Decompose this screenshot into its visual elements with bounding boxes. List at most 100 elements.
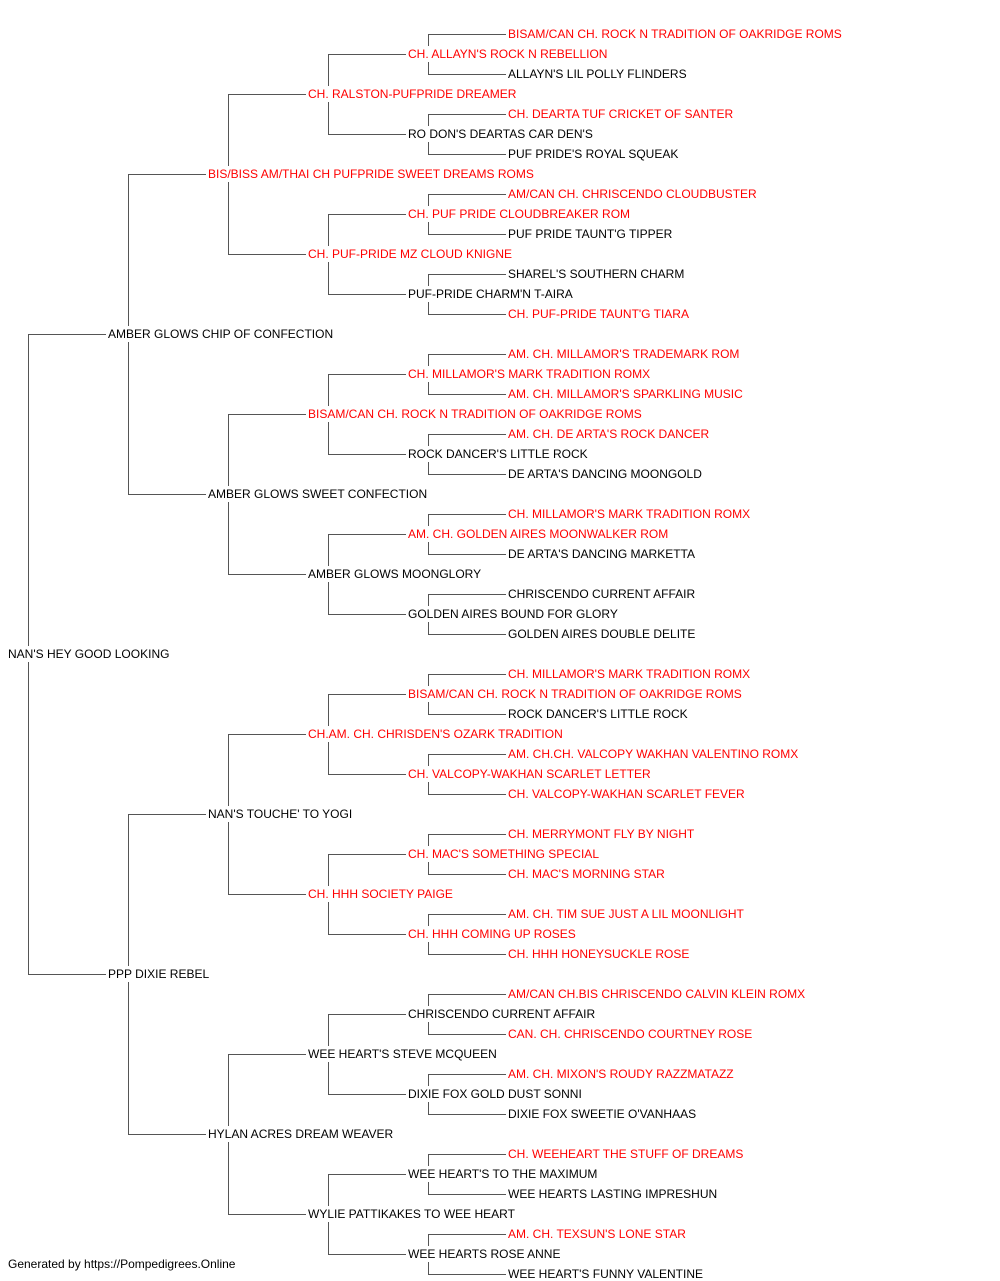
pedigree-connector-line	[328, 854, 329, 886]
pedigree-node-gg-grandparent: CH. PUF PRIDE CLOUDBREAKER ROM	[408, 207, 631, 221]
pedigree-connector-line	[428, 942, 429, 955]
pedigree-connector-line	[428, 1074, 429, 1086]
pedigree-connector-line	[328, 1094, 406, 1095]
pedigree-node-ggg-grandparent: CH. HHH HONEYSUCKLE ROSE	[508, 947, 690, 961]
pedigree-node-ggg-grandparent: BISAM/CAN CH. ROCK N TRADITION OF OAKRID…	[508, 27, 842, 41]
pedigree-connector-line	[328, 774, 406, 775]
pedigree-node-ggg-grandparent: AM. CH. MILLAMOR'S TRADEMARK ROM	[508, 347, 740, 361]
pedigree-node-grandparent: BIS/BISS AM/THAI CH PUFPRIDE SWEET DREAM…	[208, 167, 534, 181]
pedigree-node-ggg-grandparent: CH. DEARTA TUF CRICKET OF SANTER	[508, 107, 734, 121]
pedigree-connector-line	[428, 114, 429, 126]
pedigree-connector-line	[428, 622, 429, 635]
pedigree-connector-line	[428, 354, 429, 366]
pedigree-connector-line	[428, 674, 506, 675]
pedigree-node-sire-dam: AMBER GLOWS CHIP OF CONFECTION	[108, 327, 334, 341]
pedigree-node-great-grandparent: WEE HEART'S STEVE MCQUEEN	[308, 1047, 497, 1061]
footer-credit: Generated by https://Pompedigrees.Online	[8, 1257, 236, 1271]
pedigree-node-ggg-grandparent: CH. MERRYMONT FLY BY NIGHT	[508, 827, 695, 841]
pedigree-connector-line	[328, 102, 329, 135]
pedigree-connector-line	[228, 734, 306, 735]
pedigree-connector-line	[428, 594, 429, 606]
pedigree-connector-line	[428, 834, 506, 835]
pedigree-node-ggg-grandparent: AM/CAN CH. CHRISCENDO CLOUDBUSTER	[508, 187, 757, 201]
pedigree-node-ggg-grandparent: PUF PRIDE TAUNT'G TIPPER	[508, 227, 673, 241]
pedigree-node-grandparent: HYLAN ACRES DREAM WEAVER	[208, 1127, 394, 1141]
pedigree-node-gg-grandparent: DIXIE FOX GOLD DUST SONNI	[408, 1087, 582, 1101]
pedigree-node-ggg-grandparent: AM. CH. MIXON'S ROUDY RAZZMATAZZ	[508, 1067, 734, 1081]
pedigree-connector-line	[428, 1154, 429, 1166]
pedigree-connector-line	[228, 734, 229, 806]
pedigree-connector-line	[428, 674, 429, 686]
pedigree-connector-line	[228, 1054, 306, 1055]
pedigree-node-ggg-grandparent: AM. CH. MILLAMOR'S SPARKLING MUSIC	[508, 387, 743, 401]
pedigree-connector-line	[28, 662, 29, 975]
pedigree-connector-line	[328, 534, 329, 566]
pedigree-connector-line	[328, 742, 329, 775]
pedigree-connector-line	[228, 1214, 306, 1215]
pedigree-node-ggg-grandparent: AM. CH.CH. VALCOPY WAKHAN VALENTINO ROMX	[508, 747, 799, 761]
pedigree-node-ggg-grandparent: CAN. CH. CHRISCENDO COURTNEY ROSE	[508, 1027, 753, 1041]
pedigree-connector-line	[428, 274, 429, 286]
pedigree-connector-line	[228, 574, 306, 575]
pedigree-connector-line	[428, 1022, 429, 1035]
pedigree-connector-line	[328, 1014, 329, 1046]
pedigree-connector-line	[428, 1262, 429, 1275]
pedigree-connector-line	[428, 354, 506, 355]
pedigree-connector-line	[428, 34, 506, 35]
pedigree-connector-line	[128, 494, 206, 495]
pedigree-connector-line	[428, 474, 506, 475]
pedigree-connector-line	[328, 614, 406, 615]
pedigree-connector-line	[428, 634, 506, 635]
pedigree-node-gg-grandparent: CH. ALLAYN'S ROCK N REBELLION	[408, 47, 608, 61]
pedigree-node-gg-grandparent: CH. HHH COMING UP ROSES	[408, 927, 576, 941]
pedigree-connector-line	[328, 374, 329, 406]
pedigree-connector-line	[328, 934, 406, 935]
pedigree-connector-line	[328, 214, 406, 215]
pedigree-node-gg-grandparent: AM. CH. GOLDEN AIRES MOONWALKER ROM	[408, 527, 669, 541]
pedigree-connector-line	[228, 822, 229, 895]
pedigree-connector-line	[328, 454, 406, 455]
pedigree-connector-line	[428, 754, 429, 766]
pedigree-node-gg-grandparent: CH. MAC'S SOMETHING SPECIAL	[408, 847, 599, 861]
pedigree-connector-line	[428, 754, 506, 755]
pedigree-node-ggg-grandparent: GOLDEN AIRES DOUBLE DELITE	[508, 627, 696, 641]
pedigree-node-ggg-grandparent: AM/CAN CH.BIS CHRISCENDO CALVIN KLEIN RO…	[508, 987, 806, 1001]
pedigree-connector-line	[28, 334, 106, 335]
pedigree-connector-line	[328, 214, 329, 246]
pedigree-node-gg-grandparent: BISAM/CAN CH. ROCK N TRADITION OF OAKRID…	[408, 687, 742, 701]
pedigree-node-ggg-grandparent: SHAREL'S SOUTHERN CHARM	[508, 267, 685, 281]
pedigree-connector-line	[328, 374, 406, 375]
pedigree-node-great-grandparent: BISAM/CAN CH. ROCK N TRADITION OF OAKRID…	[308, 407, 642, 421]
pedigree-connector-line	[428, 514, 506, 515]
pedigree-connector-line	[228, 414, 306, 415]
pedigree-connector-line	[428, 1114, 506, 1115]
pedigree-connector-line	[428, 554, 506, 555]
pedigree-connector-line	[128, 174, 129, 326]
pedigree-connector-line	[428, 794, 506, 795]
pedigree-connector-line	[428, 194, 506, 195]
pedigree-node-ggg-grandparent: ALLAYN'S LIL POLLY FLINDERS	[508, 67, 687, 81]
pedigree-connector-line	[328, 294, 406, 295]
pedigree-connector-line	[228, 414, 229, 486]
pedigree-connector-line	[328, 1222, 329, 1255]
pedigree-connector-line	[428, 782, 429, 795]
pedigree-connector-line	[428, 34, 429, 46]
pedigree-connector-line	[428, 702, 429, 715]
pedigree-node-ggg-grandparent: CH. PUF-PRIDE TAUNT'G TIARA	[508, 307, 689, 321]
pedigree-connector-line	[428, 434, 429, 446]
pedigree-connector-line	[428, 302, 429, 315]
pedigree-connector-line	[28, 974, 106, 975]
pedigree-connector-line	[228, 502, 229, 575]
pedigree-connector-line	[328, 694, 406, 695]
pedigree-connector-line	[428, 1102, 429, 1115]
pedigree-connector-line	[428, 594, 506, 595]
pedigree-connector-line	[328, 54, 329, 86]
pedigree-node-ggg-grandparent: CH. MILLAMOR'S MARK TRADITION ROMX	[508, 667, 751, 681]
pedigree-connector-line	[428, 194, 429, 206]
pedigree-connector-line	[428, 274, 506, 275]
pedigree-connector-line	[128, 814, 206, 815]
pedigree-node-ggg-grandparent: CHRISCENDO CURRENT AFFAIR	[508, 587, 696, 601]
pedigree-node-ggg-grandparent: CH. MILLAMOR'S MARK TRADITION ROMX	[508, 507, 751, 521]
pedigree-connector-line	[428, 434, 506, 435]
pedigree-connector-line	[228, 894, 306, 895]
